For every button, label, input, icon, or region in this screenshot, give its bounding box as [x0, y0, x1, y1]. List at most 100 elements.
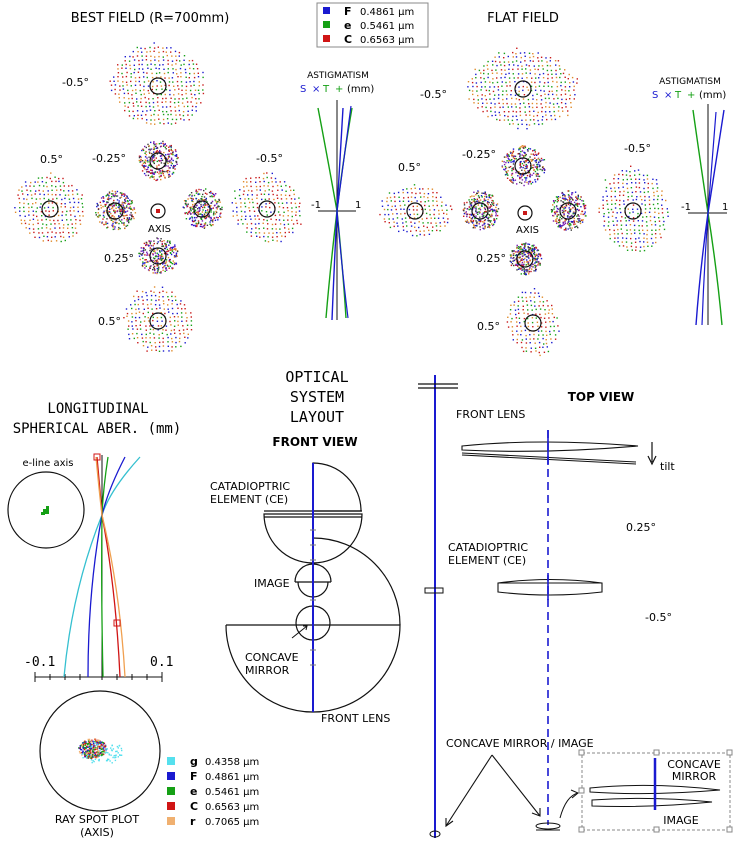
label-flat-pos025: 0.25°	[476, 252, 506, 265]
tilt-arrow	[647, 442, 657, 466]
inset-link-arrow	[559, 789, 579, 819]
label-top-ce-2: ELEMENT (CE)	[448, 554, 526, 567]
label-concave-mirror-1: CONCAVE	[245, 651, 299, 664]
astig-pos-label-flat: 1	[722, 202, 728, 213]
front-view-title: FRONT VIEW	[272, 435, 357, 449]
astig-pos-label: 1	[355, 200, 361, 211]
legend-bottom-letter: F	[190, 770, 198, 783]
legend-bottom-text: 0.5461 µm	[205, 787, 259, 798]
legend-bottom-item: e 0.5461 µm	[167, 785, 259, 798]
legend-top-text: 0.4861 µm	[360, 7, 414, 18]
ray-spot-circle	[39, 690, 161, 812]
ray-spot-cluster	[78, 738, 123, 764]
label-best-neg025: -0.25°	[92, 152, 126, 165]
astig-plus-label-flat: +	[687, 90, 695, 101]
spot-flat-neg025	[501, 145, 546, 187]
astig-title-best: ASTIGMATISM	[307, 71, 369, 81]
label-best-neg05-right: -0.5°	[256, 152, 283, 165]
label-image-front: IMAGE	[254, 577, 290, 590]
layout-title-3: LAYOUT	[290, 408, 344, 426]
astig-s-label: S	[300, 84, 306, 95]
label-best-pos05-bottom: 0.5°	[98, 315, 121, 328]
spot-best-025-right	[182, 188, 223, 229]
astig-t-label-flat: T	[674, 90, 682, 101]
top-ce-shape	[497, 578, 603, 596]
spot-flat-025-right	[550, 190, 587, 231]
top-mirror-shape	[535, 822, 561, 831]
flat-field-title: FLAT FIELD	[487, 11, 559, 26]
spot-best-neg05-top	[109, 42, 205, 125]
layout-title-2: SYSTEM	[290, 388, 344, 406]
label-top-ce-1: CATADIOPTRIC	[448, 541, 528, 554]
e-line-axis-circle	[7, 471, 85, 549]
legend-bottom-letter: r	[190, 815, 196, 828]
astig-x-label: ×	[312, 84, 320, 95]
spot-flat-025-left	[462, 190, 500, 231]
label-flat-axis: AXIS	[516, 225, 539, 236]
best-field-spot-diagrams	[14, 42, 302, 352]
legend-top-item: C 0.6563 µm	[323, 33, 414, 46]
label-best-neg05-top: -0.5°	[62, 76, 89, 89]
spherical-pos-label: 0.1	[150, 655, 173, 670]
astig-neg-label: -1	[311, 200, 321, 211]
astig-x-label-flat: ×	[664, 90, 672, 101]
longitudinal-aberration-plot: -0.1 0.1	[24, 453, 173, 682]
spot-best-axis	[150, 203, 166, 219]
mirror-image-arrows	[445, 754, 541, 828]
front-view-ticks	[310, 529, 316, 666]
label-top-front-lens: FRONT LENS	[456, 408, 525, 421]
label-flat-pos05-left: 0.5°	[398, 161, 421, 174]
legend-top-letter: C	[344, 33, 352, 46]
label-front-lens-front: FRONT LENS	[321, 712, 390, 725]
longitudinal-title-2: SPHERICAL ABER. (mm)	[13, 421, 182, 437]
spot-flat-pos05-bottom	[506, 288, 560, 357]
legend-top-text: 0.6563 µm	[360, 35, 414, 46]
label-best-pos025: 0.25°	[104, 252, 134, 265]
spot-best-pos05-left	[14, 172, 84, 243]
legend-bottom-text: 0.4358 µm	[205, 757, 259, 768]
top-view-title: TOP VIEW	[568, 390, 635, 404]
legend-top-text: 0.5461 µm	[360, 21, 414, 32]
e-line-axis-spot	[41, 506, 49, 515]
spot-flat-pos05-left	[379, 184, 453, 237]
ray-spot-title-2: (AXIS)	[80, 826, 114, 839]
label-inset-mirror-2: MIRROR	[672, 770, 717, 783]
spot-flat-neg05-right	[598, 165, 669, 252]
best-field-title: BEST FIELD (R=700mm)	[71, 11, 230, 26]
astigmatism-plot-flat: ASTIGMATISM S × T + (mm) -1 1	[652, 77, 728, 326]
spot-flat-pos025	[509, 242, 543, 276]
astig-legend-flat: S × T + (mm)	[652, 90, 726, 101]
legend-bottom-letter: g	[190, 755, 198, 768]
concave-mirror-inset	[578, 749, 733, 833]
legend-bottom-letter: e	[190, 785, 197, 798]
longitudinal-title-1: LONGITUDINAL	[47, 401, 148, 417]
legend-bottom-item: g 0.4358 µm	[167, 755, 259, 768]
spot-flat-axis	[517, 205, 533, 221]
legend-bottom-text: 0.4861 µm	[205, 772, 259, 783]
astig-neg-label-flat: -1	[681, 202, 691, 213]
label-mirror-image: CONCAVE MIRROR / IMAGE	[446, 737, 594, 750]
top-front-lens-shape	[461, 441, 639, 465]
legend-top-letter: e	[344, 19, 351, 32]
label-ce-front-1: CATADIOPTRIC	[210, 480, 290, 493]
astig-t-label: T	[322, 84, 330, 95]
label-flat-pos05-bottom: 0.5°	[477, 320, 500, 333]
label-field-neg05: -0.5°	[645, 611, 672, 624]
spherical-neg-label: -0.1	[24, 655, 55, 670]
label-flat-neg05-right: -0.5°	[624, 142, 651, 155]
astig-s-label-flat: S	[652, 90, 658, 101]
label-field-025: 0.25°	[626, 521, 656, 534]
label-ce-front-2: ELEMENT (CE)	[210, 493, 288, 506]
legend-bottom-letter: C	[190, 800, 198, 813]
label-inset-image: IMAGE	[663, 814, 699, 827]
spot-best-pos05-bottom	[123, 286, 193, 352]
label-flat-neg05-top: -0.5°	[420, 88, 447, 101]
legend-bottom-text: 0.7065 µm	[205, 817, 259, 828]
spot-best-neg05-right	[231, 172, 302, 243]
astig-unit-label: (mm)	[347, 84, 374, 95]
spot-best-neg025	[138, 140, 179, 182]
